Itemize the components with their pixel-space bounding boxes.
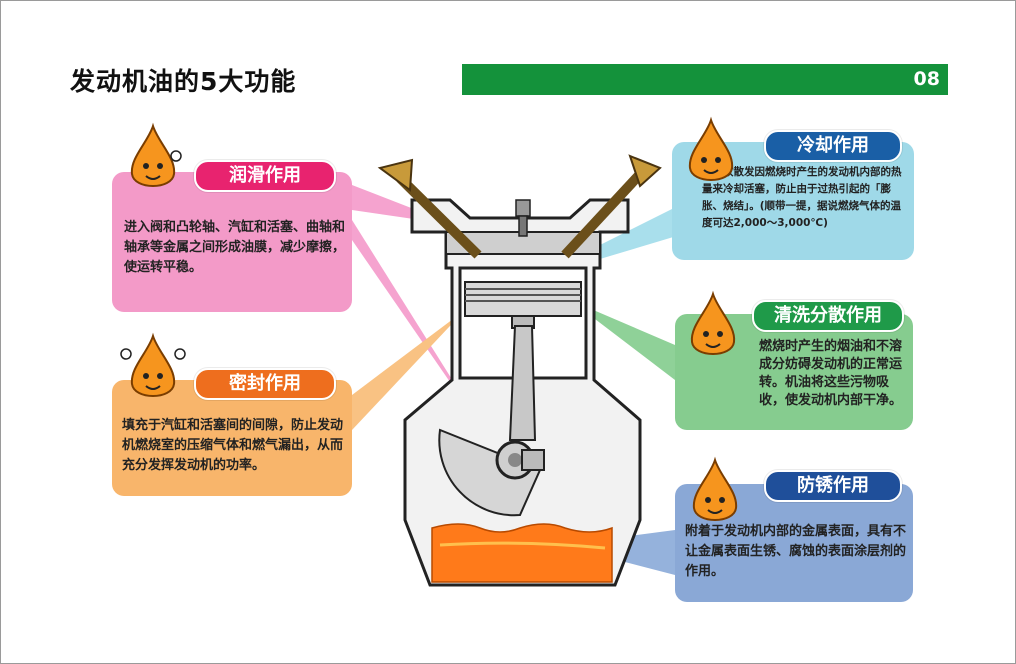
crankshaft — [438, 428, 545, 517]
rust-text: 附着于发动机内部的金属表面，具有不让金属表面生锈、腐蚀的表面涂层剂的作用。 — [685, 524, 907, 579]
valve-left — [377, 158, 482, 259]
valve-right — [561, 154, 662, 259]
header-bar: 08 — [462, 64, 948, 95]
piston — [464, 281, 582, 329]
oil-sump — [431, 523, 613, 583]
sealing-text: 填充于汽缸和活塞间的间隙，防止发动机燃烧室的压缩气体和燃气漏出，从而充分发挥发动… — [122, 418, 344, 473]
connecting-rod — [508, 325, 537, 441]
oil-drop-mascot-icon — [130, 122, 182, 187]
lubrication-text: 进入阀和凸轮轴、汽缸和活塞、曲轴和轴承等金属之间形成油膜，减少摩擦，使运转平稳。 — [124, 220, 346, 275]
sealing-beam — [352, 310, 465, 430]
sealing-label: 密封作用 — [194, 368, 336, 400]
rust-label: 防锈作用 — [764, 470, 902, 502]
cleaning-beam — [570, 300, 675, 380]
page-number: 08 — [913, 68, 940, 90]
page-title: 发动机油的5大功能 — [70, 67, 297, 96]
oil-drop-mascot-icon — [688, 116, 734, 181]
oil-drop-mascot-icon — [690, 290, 736, 355]
oil-drop-mascot-icon — [692, 456, 738, 521]
cooling-label: 冷却作用 — [764, 130, 902, 162]
lubrication-box: 进入阀和凸轮轴、汽缸和活塞、曲轴和轴承等金属之间形成油膜，减少摩擦，使运转平稳。 — [112, 172, 352, 312]
cooling-text: 以吸收散发因燃烧时产生的发动机内部的热量来冷却活塞，防止由于过热引起的「膨胀、烧… — [702, 166, 902, 229]
lubrication-label: 润滑作用 — [194, 160, 336, 192]
spark-plug — [515, 199, 531, 237]
oil-drop-mascot-icon — [120, 332, 186, 397]
cleaning-text: 燃烧时产生的烟油和不溶成分妨碍发动机的正常运转。机油将这些污物吸收，使发动机内部… — [759, 339, 903, 408]
cleaning-label: 清洗分散作用 — [752, 300, 904, 332]
